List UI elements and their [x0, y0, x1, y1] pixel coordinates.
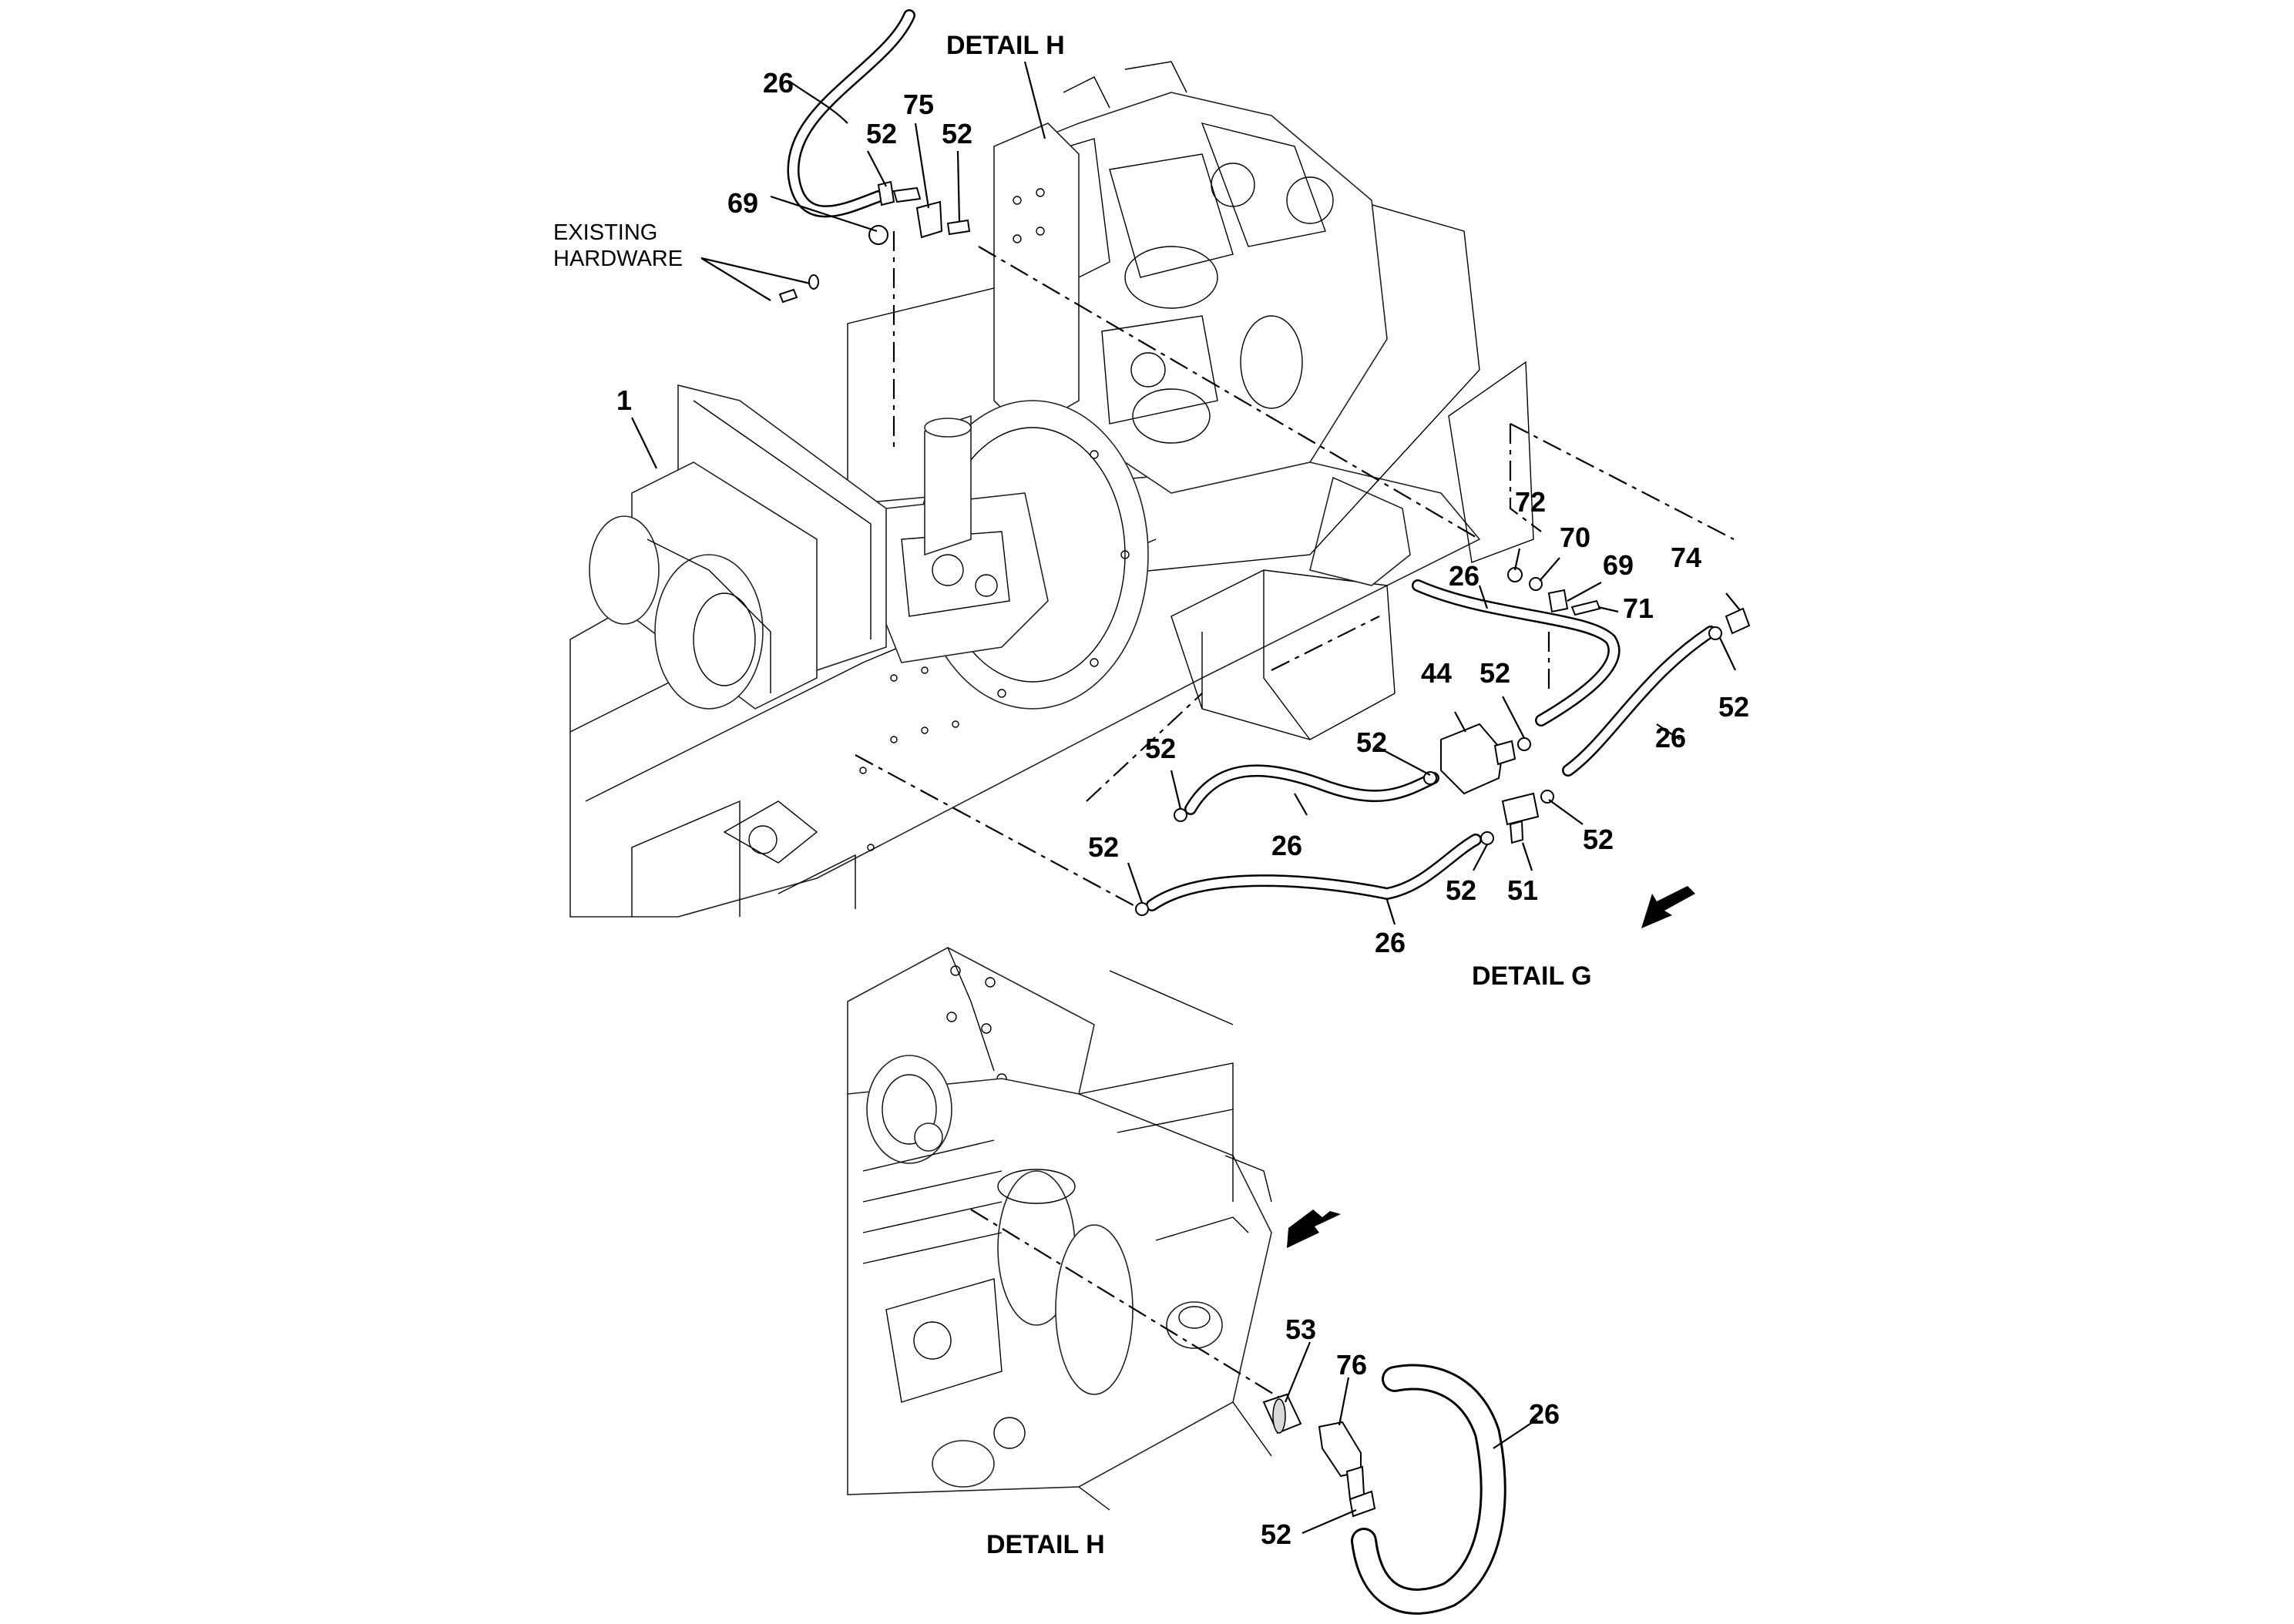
detail-g-hoses: [1127, 548, 1751, 928]
callout-26-lower: 26: [1271, 830, 1302, 861]
callout-52-d: 52: [1356, 726, 1387, 758]
callout-52-a: 52: [866, 118, 897, 149]
detail-h-hose: [970, 1209, 1538, 1615]
callout-69-top: 69: [727, 187, 758, 219]
callout-52-detail-h: 52: [1261, 1518, 1291, 1550]
callout-52-g: 52: [1583, 824, 1614, 855]
callout-52-b: 52: [942, 118, 972, 149]
engine-assembly: [870, 61, 1388, 710]
callout-75: 75: [903, 89, 934, 120]
detail-g-title: DETAIL G: [1472, 961, 1592, 991]
callout-71: 71: [1623, 592, 1654, 624]
detail-titles: DETAIL H DETAIL G DETAIL H: [946, 31, 1592, 1559]
detail-h-engine: [847, 947, 1272, 1511]
callout-numbers: 26 52 75 52 69 1 72 70 69 71 74 26 52 44…: [616, 67, 1749, 1550]
callout-1: 1: [616, 384, 632, 416]
callout-52-e: 52: [1145, 733, 1176, 764]
detail-h-pointer-label: DETAIL H: [946, 31, 1065, 60]
callout-52-c: 52: [1480, 657, 1510, 689]
callout-52-f: 52: [1088, 831, 1119, 863]
callout-26-detail-h: 26: [1529, 1398, 1560, 1430]
callout-26-bottom: 26: [1375, 927, 1406, 958]
callout-26-right: 26: [1655, 722, 1686, 753]
callout-44: 44: [1421, 657, 1452, 689]
callout-76: 76: [1336, 1349, 1367, 1381]
callout-26-top: 26: [763, 67, 794, 99]
callout-72: 72: [1515, 486, 1546, 518]
existing-hardware: EXISTING HARDWARE: [553, 220, 819, 304]
assembly-leader-lines: [855, 231, 1735, 910]
callout-52-h: 52: [1446, 874, 1476, 906]
callout-53: 53: [1285, 1314, 1316, 1345]
callout-51: 51: [1507, 874, 1538, 906]
detail-h-title: DETAIL H: [986, 1530, 1105, 1559]
direction-arrow-h: [1287, 1210, 1341, 1248]
callout-52-right: 52: [1718, 691, 1749, 723]
callout-74: 74: [1671, 542, 1701, 573]
existing-hardware-line1: EXISTING: [553, 220, 657, 245]
top-hose: [770, 9, 971, 245]
heater-box: [589, 384, 887, 710]
callout-70: 70: [1560, 522, 1590, 553]
direction-arrow-g: [1641, 886, 1695, 928]
callout-26-mid: 26: [1449, 560, 1480, 592]
existing-hardware-line2: HARDWARE: [553, 247, 683, 271]
callout-69-right: 69: [1603, 549, 1634, 581]
